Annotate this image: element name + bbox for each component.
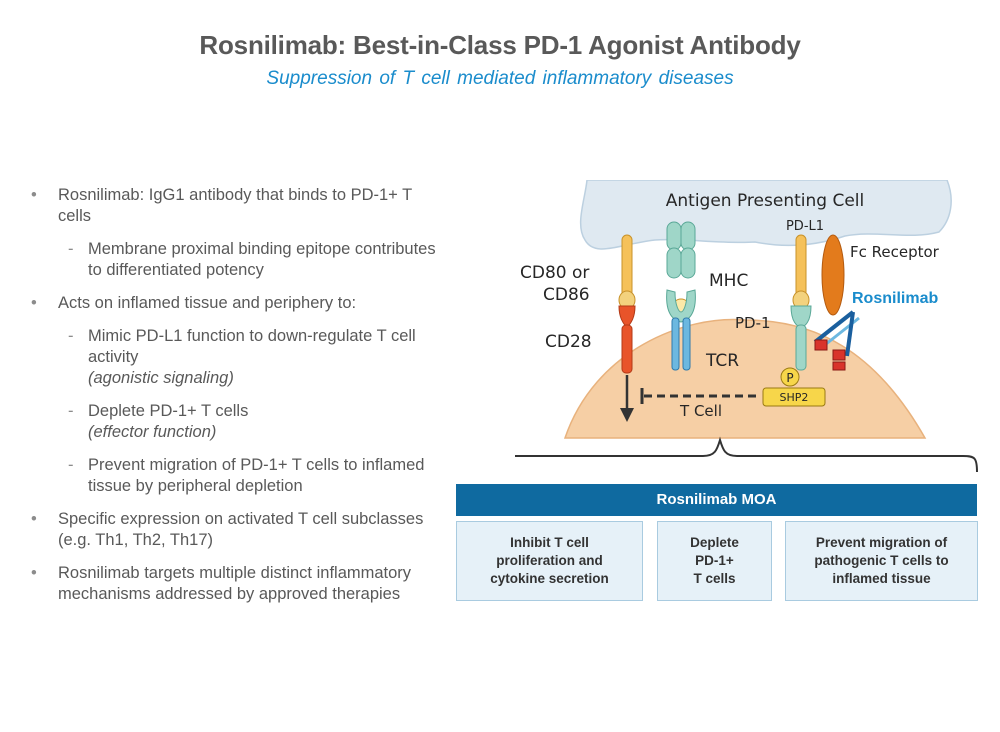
moa-box-inhibit-line3: cytokine secretion — [490, 571, 609, 586]
shp2-box — [762, 387, 826, 407]
moa-box-inhibit-line1: Inhibit T cell — [510, 535, 589, 550]
t-cell-shape — [563, 318, 927, 439]
cd28-label: CD28 — [545, 332, 592, 352]
signal-arrow — [620, 375, 634, 422]
subbullet-deplete-text: Deplete PD-1+ T cells — [88, 402, 249, 420]
bullet-acts-on: Acts on inflamed tissue and periphery to… — [30, 293, 440, 314]
bullet-igg1: Rosnilimab: IgG1 antibody that binds to … — [30, 185, 440, 227]
phosphate-label: P — [786, 371, 793, 385]
moa-box-prevent-line3: inflamed tissue — [832, 571, 931, 586]
inhibition-line — [640, 388, 761, 404]
moa-box-deplete: Deplete PD-1+ T cells — [657, 521, 772, 601]
moa-box-inhibit: Inhibit T cell proliferation and cytokin… — [456, 521, 643, 601]
moa-box-inhibit-line2: proliferation and — [496, 553, 603, 568]
page-title: Rosnilimab: Best-in-Class PD-1 Agonist A… — [199, 30, 801, 60]
moa-box-deplete-line1: Deplete — [690, 535, 739, 550]
moa-box-prevent: Prevent migration of pathogenic T cells … — [785, 521, 978, 601]
subbullet-deplete-note: (effector function) — [88, 423, 217, 441]
tcr-receptor — [666, 289, 696, 371]
apc-label: Antigen Presenting Cell — [666, 191, 864, 211]
cd80-label: CD80 or — [520, 263, 589, 283]
subbullet-mimic: Mimic PD-L1 function to down-regulate T … — [30, 326, 440, 389]
pd-1-receptor — [790, 305, 812, 371]
subbullet-epitope: Membrane proximal binding epitope contri… — [30, 239, 440, 281]
brace — [515, 436, 978, 473]
cd86-label: CD86 — [543, 285, 590, 305]
subbullet-mimic-text: Mimic PD-L1 function to down-regulate T … — [88, 327, 416, 366]
page-subtitle: Suppression of T cell mediated inflammat… — [266, 68, 734, 89]
mechanism-diagram: Antigen Presenting Cell — [515, 180, 978, 473]
subbullet-mimic-note: (agonistic signaling) — [88, 369, 234, 387]
phosphate-marker — [780, 367, 800, 387]
bullet-expression: Specific expression on activated T cell … — [30, 509, 440, 551]
tcr-label: TCR — [705, 351, 739, 371]
moa-header: Rosnilimab MOA — [456, 484, 977, 516]
fc-receptor-label: Fc Receptor — [850, 243, 940, 261]
subbullet-prevent: Prevent migration of PD-1+ T cells to in… — [30, 455, 440, 497]
fc-receptor — [821, 234, 845, 316]
subbullet-deplete: Deplete PD-1+ T cells (effector function… — [30, 401, 440, 443]
bullet-mechanisms: Rosnilimab targets multiple distinct inf… — [30, 563, 440, 605]
rosnilimab-label: Rosnilimab — [852, 290, 938, 307]
moa-box-deplete-line3: T cells — [693, 571, 736, 586]
pd-l1-ligand — [792, 234, 810, 310]
moa-box-prevent-line1: Prevent migration of — [815, 535, 948, 550]
bullet-list: Rosnilimab: IgG1 antibody that binds to … — [30, 185, 440, 617]
pd-l1-label: PD-L1 — [786, 219, 824, 234]
shp2-label: SHP2 — [780, 391, 809, 404]
t-cell-label: T Cell — [679, 402, 722, 420]
moa-box-deplete-line2: PD-1+ — [695, 553, 734, 568]
pd-1-label: PD-1 — [735, 314, 771, 332]
rosnilimab-antibody — [813, 310, 860, 371]
mhc-label: MHC — [709, 271, 748, 291]
moa-box-prevent-line2: pathogenic T cells to — [814, 553, 949, 568]
cd28-receptor — [618, 305, 636, 374]
